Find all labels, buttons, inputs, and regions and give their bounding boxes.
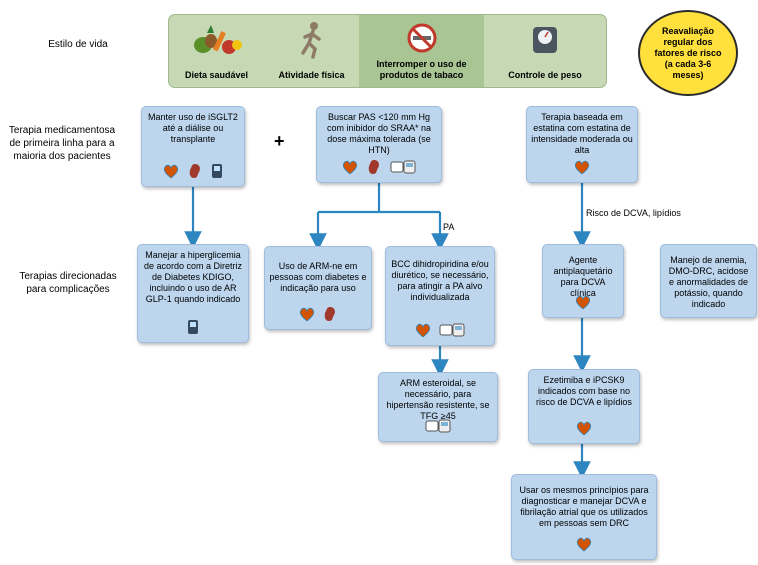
heart-icon [164,164,179,179]
heart-icon [574,160,590,175]
box-antiplatelet: Agente antiplaquetário para DCVA clínica [542,244,624,318]
heart-icon [576,537,592,552]
box-statin-icons [527,159,637,177]
lifestyle-label-diet: Dieta saudável [184,70,249,80]
lifestyle-item-diet: Dieta saudável [169,15,264,87]
blood-pressure-monitor-icon [439,323,465,337]
box-arm-ne: Uso de ARM-ne em pessoas com diabetes e … [264,246,372,330]
box-ezetimibe: Ezetimiba e iPCSK9 indicados com base no… [528,369,640,444]
box-antiplatelet-icons [543,294,623,312]
lifestyle-panel: Dieta saudável Atividade física Interrom… [168,14,607,88]
box-steroidal-arm-icons [379,418,497,436]
lifestyle-item-weight: Controle de peso [484,15,606,87]
heart-icon [343,160,358,175]
box-steroidal-arm: ARM esteroidal, se necessário, para hipe… [378,372,498,442]
no-smoking-icon [405,21,439,58]
lifestyle-item-activity: Atividade física [264,15,359,87]
box-sglt2: Manter uso de iSGLT2 até a diálise ou tr… [141,106,245,187]
box-bp-icons [317,159,441,177]
box-statin: Terapia baseada em estatina com estatina… [526,106,638,183]
blood-pressure-monitor-icon [390,160,416,174]
box-anemia: Manejo de anemia, DMO-DRC, acidose e ano… [660,244,757,318]
reassessment-circle: Reavaliação regular dos fatores de risco… [638,10,738,96]
row-label-targeted: Terapias direcionadas para complicações [19,271,117,295]
edge-label-risk: Risco de DCVA, lipídios [586,208,681,218]
kidney-icon [368,160,379,174]
row-label-lifestyle: Estilo de vida [48,39,108,50]
box-bp: Buscar PAS <120 mm Hg com inibidor do SR… [316,106,442,183]
kidney-icon [325,307,336,321]
glucometer-icon [188,320,198,334]
box-ezetimibe-icons [529,420,639,438]
glucometer-icon [211,164,222,178]
box-sglt2-icons [142,163,244,181]
lifestyle-label-weight: Controle de peso [508,70,582,80]
row-label-first-line: Terapia medicamentosa de primeira linha … [8,125,116,162]
box-bcc: BCC dihidropiridina e/ou diurético, se n… [385,246,495,346]
lifestyle-label-activity: Atividade física [278,70,345,80]
plus-sign: + [274,131,285,151]
box-glycemia-icons [138,319,248,337]
heart-icon [415,323,430,338]
heart-icon [576,421,592,436]
box-bcc-icons [386,322,494,340]
edge-label-pa: PA [443,222,455,232]
lifestyle-label-tobacco: Interromper o uso de produtos de tabaco [376,59,467,80]
heart-icon [575,295,591,310]
box-arm-ne-icons [265,306,371,324]
box-ascvd: Usar os mesmos princípios para diagnosti… [511,474,657,560]
heart-icon [299,307,314,322]
box-ascvd-icons [512,536,656,554]
box-glycemia: Manejar a hiperglicemia de acordo com a … [137,244,249,343]
vegetables-icon [189,21,245,60]
lifestyle-item-tobacco: Interromper o uso de produtos de tabaco [359,15,484,87]
runner-icon [297,21,327,62]
scale-icon [530,21,560,58]
blood-pressure-monitor-icon [425,419,451,433]
kidney-icon [189,164,200,178]
